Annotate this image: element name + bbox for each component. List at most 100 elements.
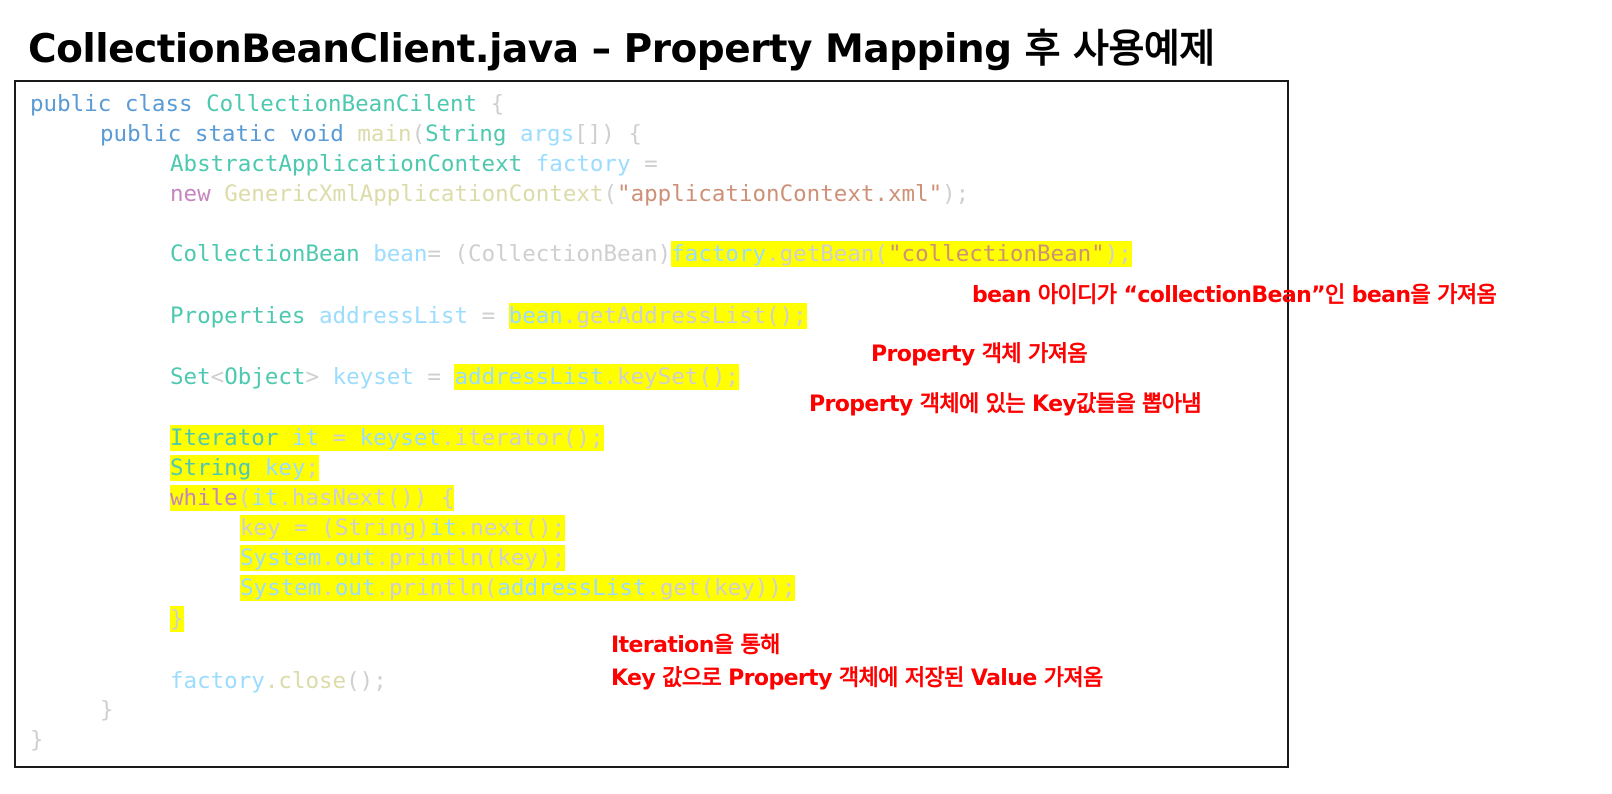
code-token: it (291, 425, 320, 451)
highlight-string-key: String key; (170, 455, 320, 481)
code-token: = (468, 303, 509, 329)
code-token: out (334, 545, 376, 571)
code-line: System.out.println(addressList.get(key))… (240, 574, 796, 602)
code-token: it (251, 485, 279, 511)
code-token: } (170, 606, 184, 632)
code-token: key = (String) (240, 515, 430, 541)
code-line: } (30, 726, 44, 754)
code-token: { (477, 91, 505, 117)
code-token: CollectionBeanCilent (206, 91, 478, 117)
code-line: CollectionBean bean= (CollectionBean)fac… (170, 240, 1132, 268)
code-token: keyset (359, 425, 441, 451)
code-token: (); (346, 668, 387, 694)
code-token: .iterator(); (440, 425, 604, 451)
highlight-next: key = (String)it.next(); (240, 515, 566, 541)
code-token: "collectionBean" (887, 241, 1105, 267)
code-line: } (100, 696, 114, 724)
code-token: .get(key)); (646, 575, 796, 601)
highlight-println-key: System.out.println(key); (240, 545, 566, 571)
code-token: ); (942, 181, 970, 207)
highlight-getbean: factory.getBean("collectionBean"); (671, 241, 1132, 267)
code-token: } (100, 697, 114, 723)
code-line: public static void main(String args[]) { (100, 120, 642, 148)
code-token: addressList (319, 303, 469, 329)
code-line: Properties addressList = bean.getAddress… (170, 302, 807, 330)
code-token: out (334, 575, 376, 601)
code-token: while (170, 485, 238, 511)
code-line: new GenericXmlApplicationContext("applic… (170, 180, 969, 208)
code-token: main (357, 121, 412, 147)
highlight-while: while(it.hasNext()) { (170, 485, 455, 511)
code-token: AbstractApplicationContext (170, 151, 523, 177)
code-token: ; (305, 455, 320, 481)
code-token: .println(key); (375, 545, 566, 571)
code-token: bean (508, 303, 563, 329)
code-token: } (30, 727, 44, 753)
code-token: addressList (497, 575, 647, 601)
code-line: AbstractApplicationContext factory = (170, 150, 658, 178)
code-token: > (305, 364, 320, 390)
code-token: public (30, 91, 112, 117)
code-token: < (210, 364, 225, 390)
annotation-getbean: bean 아이디가 “collectionBean”인 bean을 가져옴 (972, 283, 1497, 308)
code-token: .next(); (456, 515, 566, 541)
highlight-iterator: Iterator it = keyset.iterator(); (170, 425, 604, 451)
code-token: Iterator (170, 425, 279, 451)
code-token: . (321, 545, 335, 571)
highlight-println-get: System.out.println(addressList.get(key))… (240, 575, 796, 601)
highlight-getaddresslist: bean.getAddressList(); (508, 303, 807, 329)
code-line: } (170, 605, 184, 633)
code-token: void (289, 121, 344, 147)
code-token: "applicationContext.xml" (617, 181, 943, 207)
code-token: . (321, 575, 335, 601)
code-token: class (124, 91, 193, 117)
code-token: new (170, 181, 211, 207)
code-token: .getBean( (766, 241, 888, 267)
code-token: .keySet(); (603, 364, 739, 390)
code-token: factory (170, 668, 265, 694)
code-token: factory (535, 151, 631, 177)
code-token: Properties (170, 303, 306, 329)
annotation-property-object: Property 객체 가져옴 (871, 342, 1088, 367)
code-token: ( (237, 485, 252, 511)
code-line: key = (String)it.next(); (240, 514, 566, 542)
code-token: String (170, 455, 252, 481)
code-token: = (CollectionBean) (427, 241, 672, 267)
code-token: bean (373, 241, 428, 267)
code-token: args (519, 121, 575, 147)
code-token: .getAddressList(); (562, 303, 807, 329)
code-token: key (264, 455, 306, 481)
code-token: GenericXmlApplicationContext (224, 181, 604, 207)
slide-title: CollectionBeanClient.java – Property Map… (28, 27, 1215, 72)
code-token: .println( (375, 575, 498, 601)
code-line: String key; (170, 454, 320, 482)
code-token: keyset (332, 364, 414, 390)
annotation-get-value: Key 값으로 Property 객체에 저장된 Value 가져옴 (611, 666, 1103, 691)
code-token: String (425, 121, 507, 147)
code-token: System (240, 575, 322, 601)
code-token: []) { (574, 121, 642, 147)
code-token: ); (1104, 241, 1132, 267)
code-token: = (630, 151, 658, 177)
code-token: ( (603, 181, 618, 207)
code-token: Object (224, 364, 306, 390)
code-block: public class CollectionBeanCilent { publ… (14, 80, 1289, 768)
code-line: Set<Object> keyset = addressList.keySet(… (170, 363, 739, 391)
code-line: while(it.hasNext()) { (170, 484, 455, 512)
code-line: System.out.println(key); (240, 544, 566, 572)
code-token: = (413, 364, 455, 390)
code-token: factory (671, 241, 767, 267)
code-token: ( (411, 121, 426, 147)
code-token: public (100, 121, 182, 147)
code-token: = (319, 425, 360, 451)
code-token: Set (170, 364, 211, 390)
code-token: it (429, 515, 457, 541)
code-line: factory.close(); (170, 667, 387, 695)
code-token: .hasNext()) { (278, 485, 455, 511)
code-token: static (194, 121, 277, 147)
code-token: System (240, 545, 322, 571)
code-line: Iterator it = keyset.iterator(); (170, 424, 604, 452)
annotation-keyset: Property 객체에 있는 Key값들을 뽑아냄 (809, 392, 1202, 417)
code-token: CollectionBean (170, 241, 360, 267)
annotation-iteration: Iteration을 통해 (611, 633, 780, 658)
